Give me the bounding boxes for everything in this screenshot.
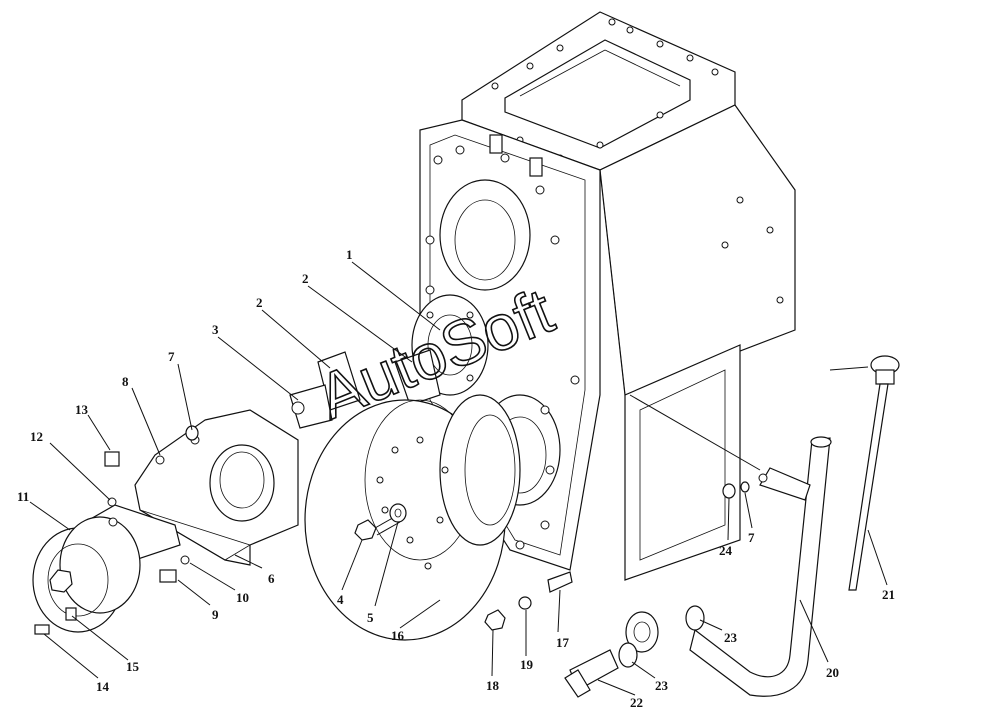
callout-4: 4 <box>337 592 344 607</box>
flywheel-disc <box>304 394 521 641</box>
callout-2: 2 <box>256 295 263 310</box>
callout-23: 23 <box>655 678 669 693</box>
callout-23: 23 <box>724 630 738 645</box>
fasteners <box>185 425 750 631</box>
callout-7: 7 <box>168 349 175 364</box>
callout-7: 7 <box>748 530 755 545</box>
callout-12: 12 <box>30 429 43 444</box>
callout-5: 5 <box>367 610 374 625</box>
callout-15: 15 <box>126 659 140 674</box>
callout-labels: 1 2 2 3 4 5 6 7 7 8 9 10 11 12 13 14 15 … <box>17 247 895 710</box>
callout-6: 6 <box>268 571 275 586</box>
callout-2: 2 <box>302 271 309 286</box>
callout-10: 10 <box>236 590 249 605</box>
callout-1: 1 <box>346 247 353 262</box>
callout-11: 11 <box>17 489 29 504</box>
callout-8: 8 <box>122 374 129 389</box>
pulley-assembly <box>32 451 190 635</box>
callout-14: 14 <box>96 679 110 694</box>
callout-24: 24 <box>719 543 733 558</box>
callout-18: 18 <box>486 678 500 693</box>
callout-9: 9 <box>212 607 219 622</box>
callout-16: 16 <box>391 628 405 643</box>
callout-17: 17 <box>556 635 570 650</box>
callout-13: 13 <box>75 402 89 417</box>
leader-lines <box>29 261 888 696</box>
callout-21: 21 <box>882 587 895 602</box>
callout-20: 20 <box>826 665 839 680</box>
callout-19: 19 <box>520 657 534 672</box>
callout-22: 22 <box>630 695 643 710</box>
oil-pipe <box>564 436 832 698</box>
dipstick <box>848 355 900 591</box>
callout-3: 3 <box>212 322 219 337</box>
